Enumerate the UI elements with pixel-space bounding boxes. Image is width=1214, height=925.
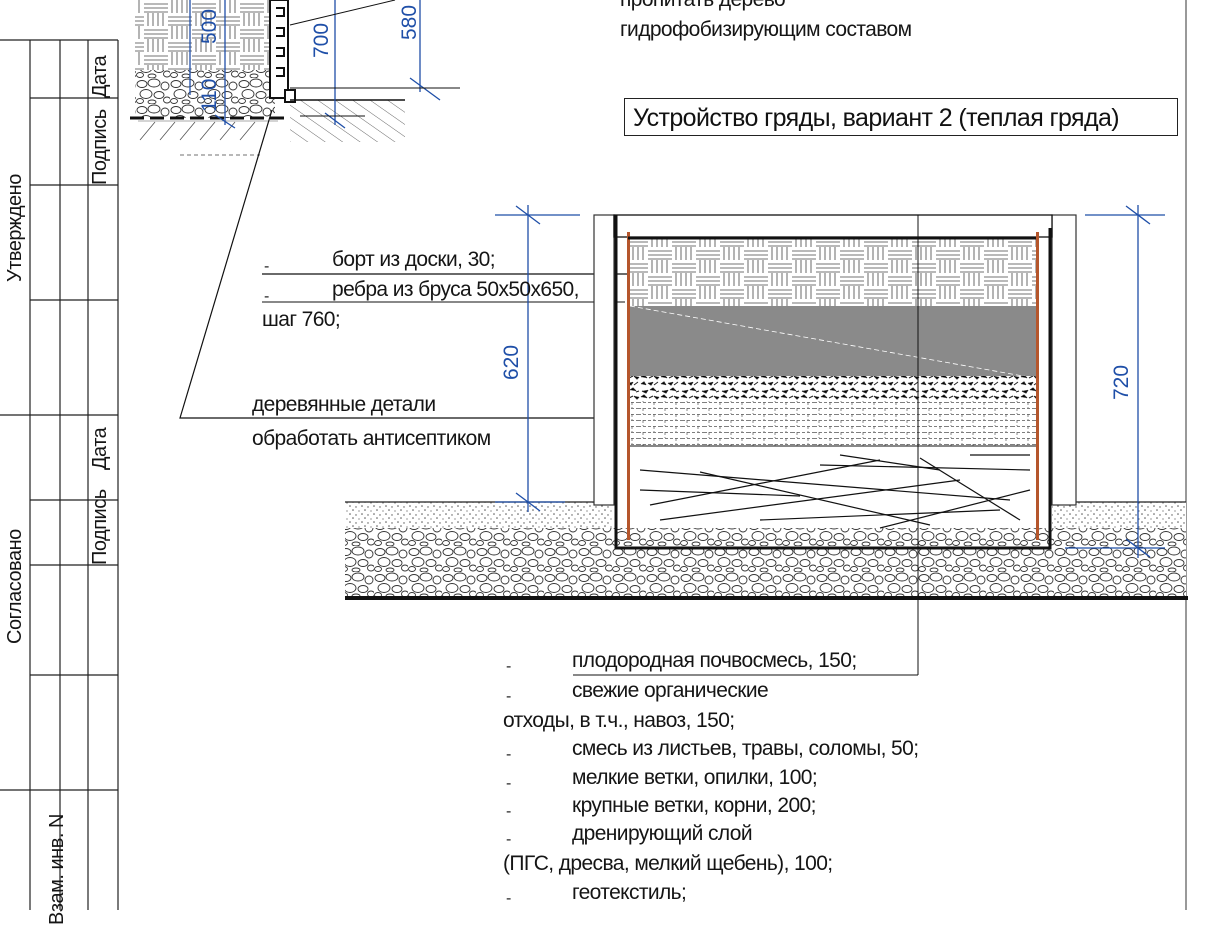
board-dash-1: - — [264, 258, 270, 275]
wood-callout-line-2: обработать антисептиком — [252, 427, 491, 450]
layer-drainage: дренирующий слой — [572, 822, 753, 845]
dim-500: 500 — [198, 8, 221, 44]
layer-organic-cont: отходы, в т.ч., навоз, 150; — [503, 709, 735, 732]
date-label-2: Дата — [89, 427, 111, 470]
board-callout-line-1: борт из доски, 30; — [332, 248, 496, 271]
board-callout-line-3: шаг 760; — [262, 308, 341, 331]
dim-580: 580 — [398, 4, 421, 40]
layer-dash: - — [506, 831, 512, 848]
note-line-2: гидрофобизирующим составом — [620, 18, 912, 41]
layer-dash: - — [506, 658, 512, 675]
layer-small-branches: мелкие ветки, опилки, 100; — [572, 766, 818, 789]
wood-callout-line-1: деревянные детали — [252, 393, 436, 416]
detail-fragment — [130, 0, 460, 156]
layer-drainage-cont: (ПГС, дресва, мелкий щебень), 100; — [503, 852, 833, 875]
layer-dash: - — [506, 775, 512, 792]
note-line-1: пропитать дерево — [620, 0, 786, 12]
layer-soil: плодородная почвосмесь, 150; — [572, 649, 857, 672]
dim-620: 620 — [500, 344, 523, 380]
agreed-label: Согласовано — [4, 529, 26, 644]
dim-720: 720 — [1110, 364, 1133, 400]
layer-dash: - — [506, 688, 512, 705]
board-dash-2: - — [264, 288, 270, 305]
layer-dash: - — [506, 890, 512, 907]
signature-label-1: Подпись — [89, 109, 111, 185]
layer-large-branches: крупные ветки, корни, 200; — [572, 794, 816, 817]
layer-dash: - — [506, 746, 512, 763]
title-block-frame — [0, 39, 119, 910]
replacement-inventory-label: Взам. инв. N — [46, 814, 68, 925]
dim-700: 700 — [310, 22, 333, 58]
dim-110: 110 — [198, 78, 221, 112]
layer-geotextile: геотекстиль; — [572, 881, 687, 904]
date-label-1: Дата — [89, 55, 111, 98]
layer-leaves: смесь из листьев, травы, соломы, 50; — [572, 737, 919, 760]
signature-label-2: Подпись — [89, 489, 111, 565]
approved-label: Утверждено — [4, 174, 26, 282]
layer-dash: - — [506, 803, 512, 820]
drawing-title: Устройство гряды, вариант 2 (теплая гряд… — [624, 98, 1178, 136]
layer-organic: свежие органические — [572, 679, 769, 702]
board-callout-line-2: ребра из бруса 50х50х650, — [332, 278, 579, 301]
raised-bed-section — [345, 205, 1188, 676]
